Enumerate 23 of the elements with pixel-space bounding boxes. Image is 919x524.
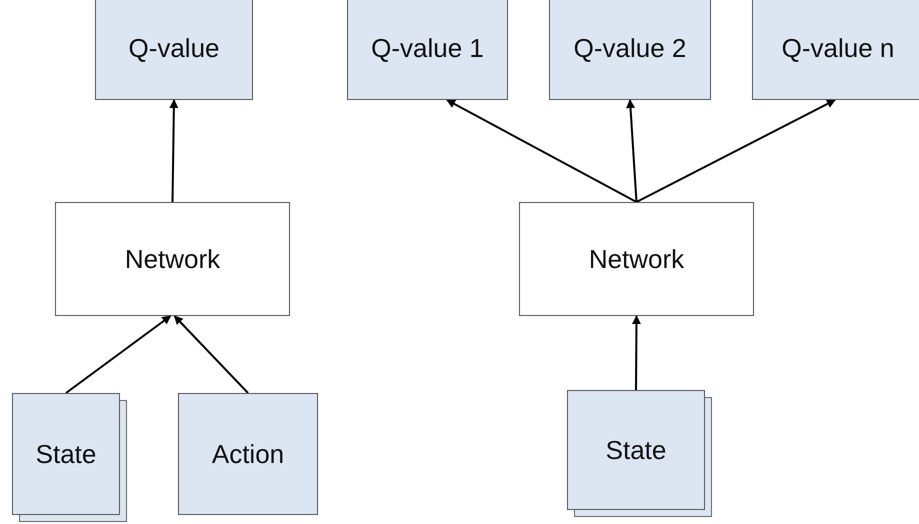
box-label: Q-value 2 (574, 32, 686, 64)
arrow (174, 315, 249, 394)
arrow (636, 99, 836, 203)
process-box (519, 202, 754, 316)
box-label: State (606, 434, 666, 466)
output-box (752, 0, 919, 100)
arrow (626, 99, 638, 202)
box-label: Action (212, 438, 284, 470)
box-label: Network (124, 244, 220, 274)
process-box (55, 202, 290, 316)
output-box (178, 393, 318, 515)
output-box (95, 0, 253, 100)
arrow (632, 315, 641, 390)
arrow (65, 315, 172, 394)
box-label: Q-value 1 (371, 32, 484, 64)
box-label: State (36, 438, 96, 470)
box-label: Network (588, 244, 684, 274)
box-label: Q-value n (782, 32, 894, 64)
box-label: Q-value (128, 32, 220, 64)
arrow (169, 99, 178, 202)
output-box (549, 0, 711, 100)
arrow (446, 99, 637, 203)
output-box (347, 0, 508, 100)
